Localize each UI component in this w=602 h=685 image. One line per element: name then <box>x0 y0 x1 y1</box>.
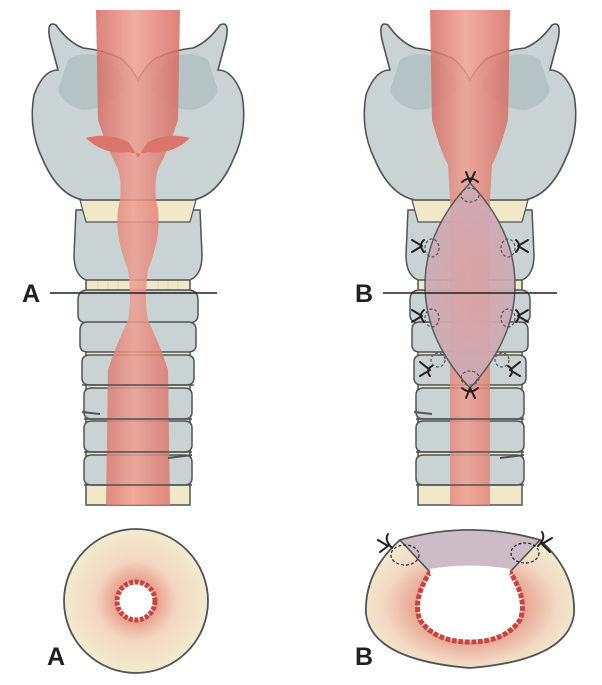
left-airway-illustration <box>32 10 243 505</box>
enlarged-lumen <box>418 569 523 643</box>
right-cross-section <box>366 530 574 668</box>
section-label-b: B <box>355 282 373 307</box>
section-label-a: A <box>22 282 40 307</box>
narrowed-lumen <box>117 582 155 620</box>
right-airway-illustration <box>364 10 575 505</box>
cross-section-label-b: B <box>355 645 373 670</box>
cross-section-label-a: A <box>47 645 65 670</box>
left-cross-section <box>64 529 208 673</box>
